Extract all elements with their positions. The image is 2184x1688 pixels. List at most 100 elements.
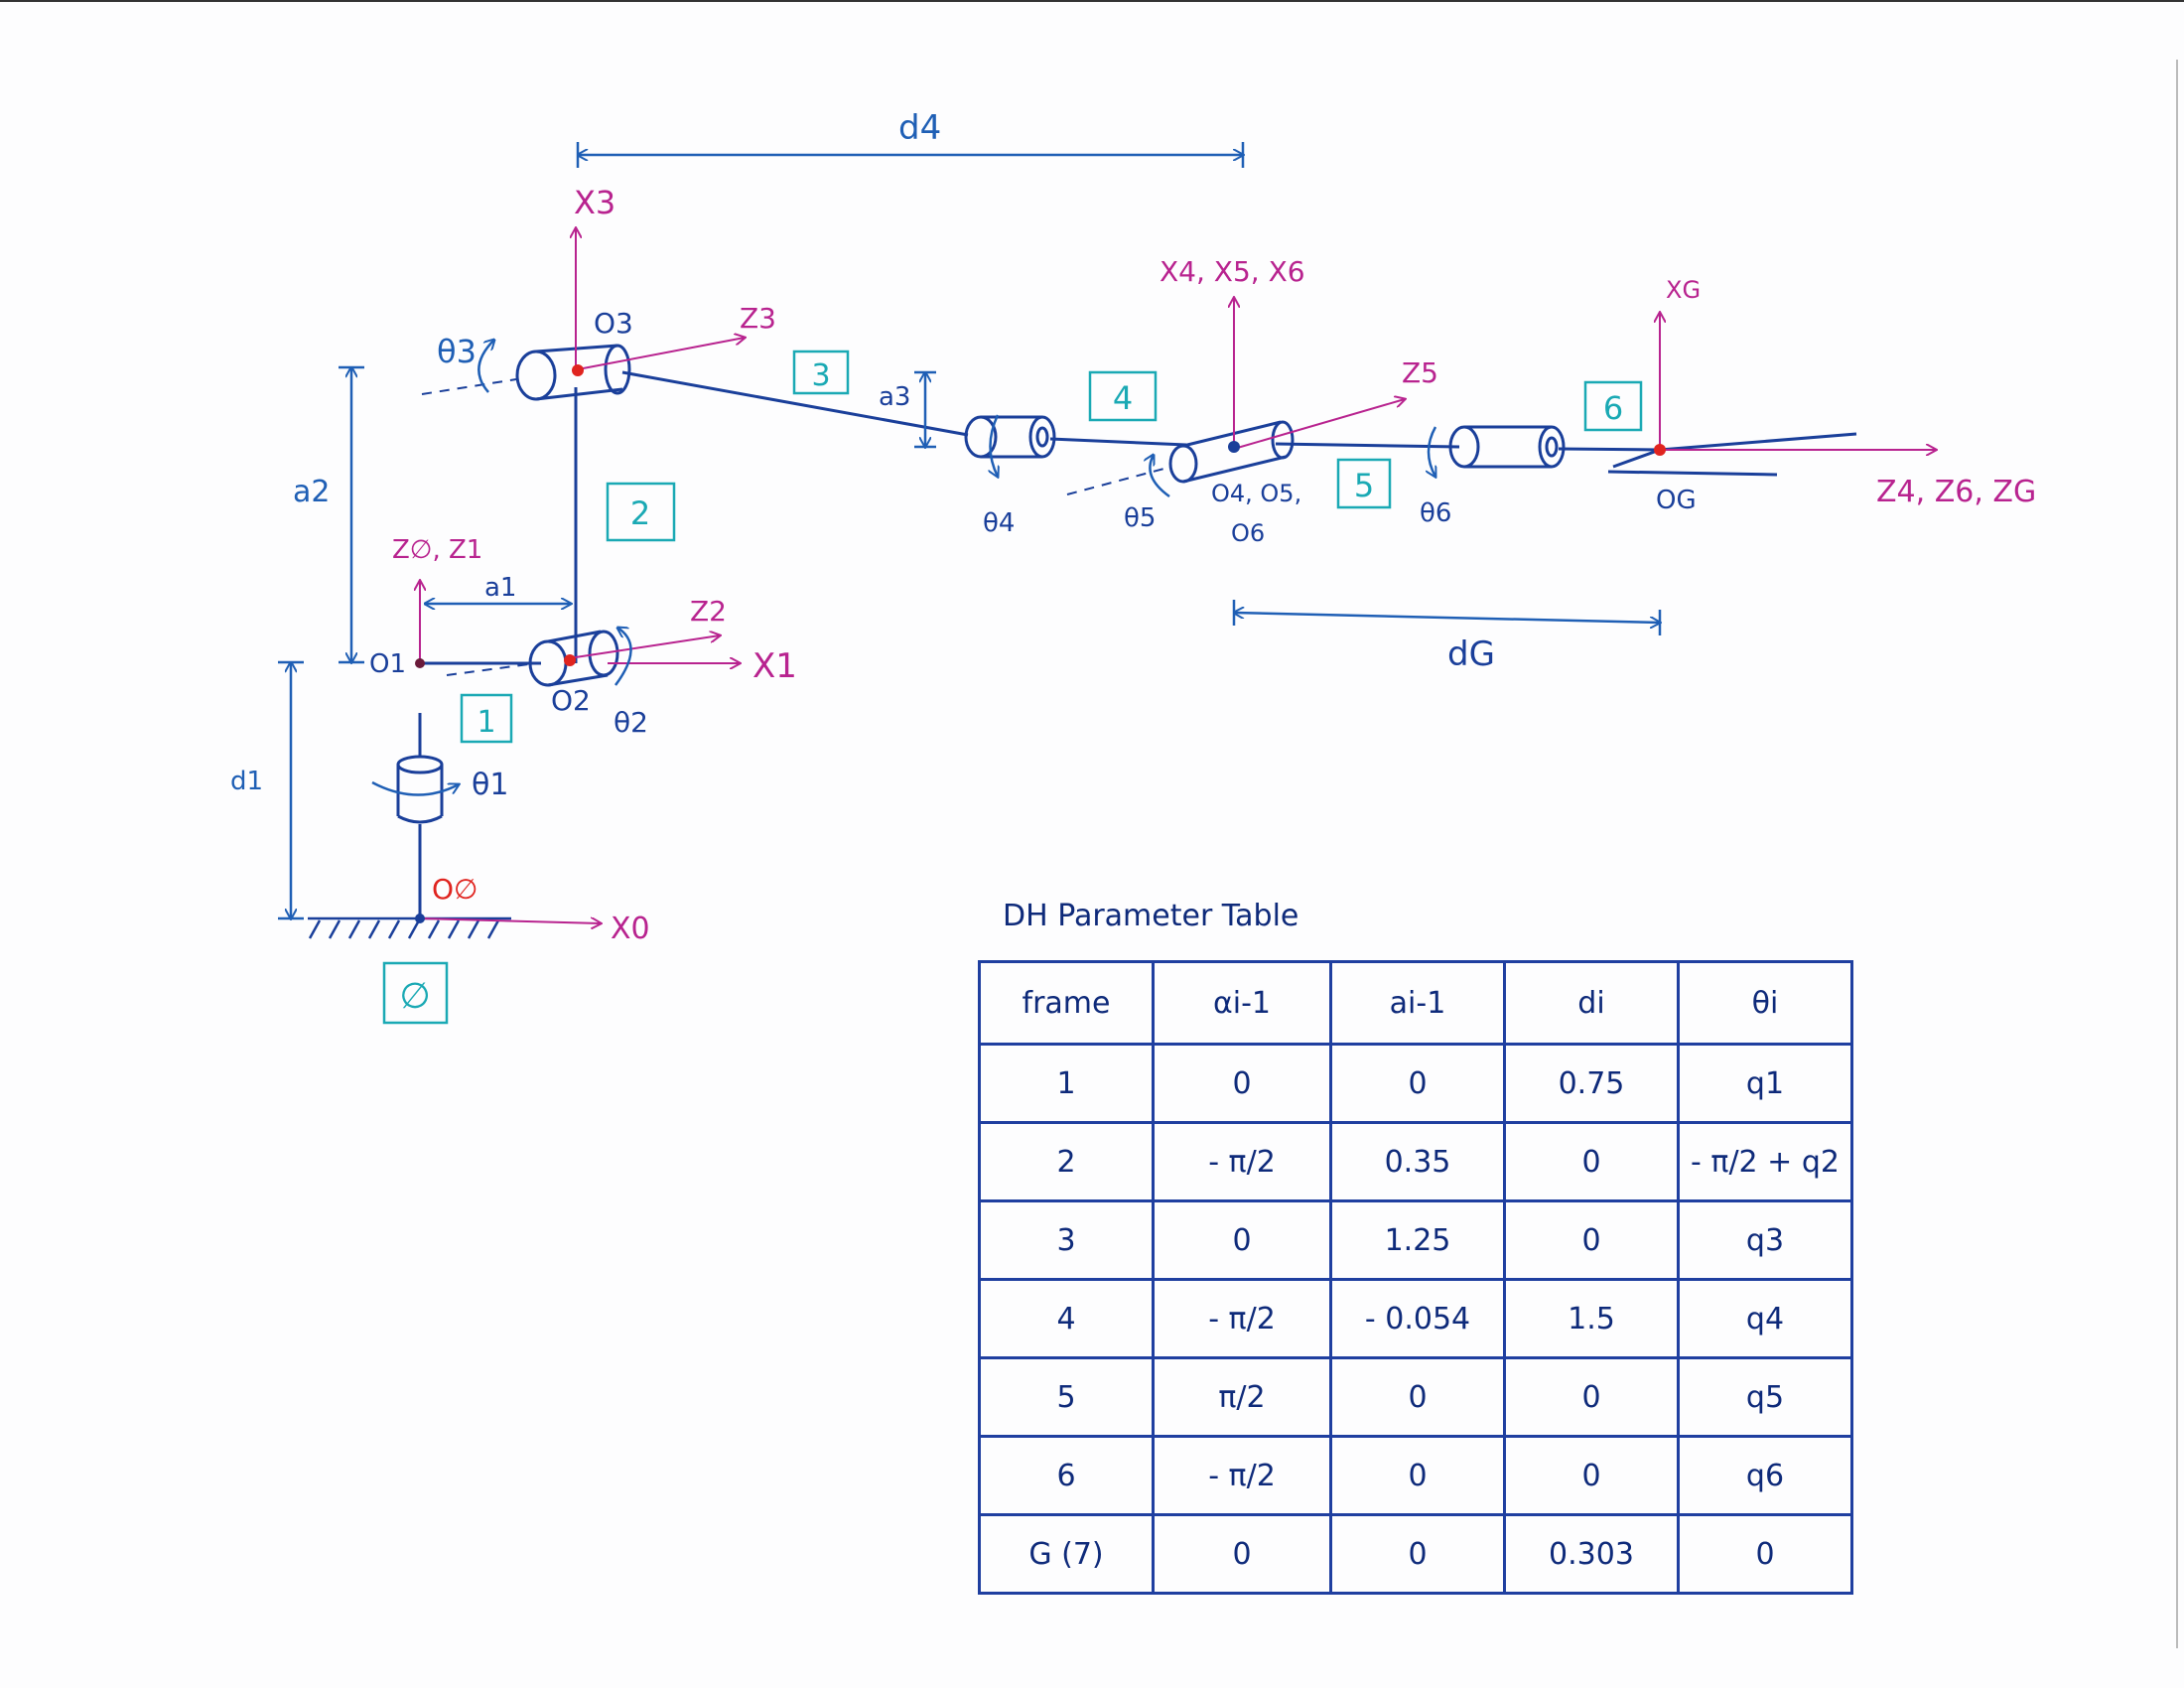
ground-hatch [308, 916, 511, 939]
cell-a: 1.25 [1329, 1199, 1506, 1281]
origin-og [1654, 444, 1666, 456]
top-border-line [0, 0, 2184, 2]
cell-a: 0 [1329, 1043, 1506, 1124]
cell-frame: 2 [978, 1121, 1155, 1202]
cell-d: 0 [1503, 1356, 1680, 1438]
cell-d: 0 [1503, 1121, 1680, 1202]
table-header-row: frame αi-1 ai-1 di θi [978, 960, 1853, 1046]
cell-frame: G (7) [978, 1513, 1155, 1595]
label-o3: O3 [594, 307, 633, 340]
cell-alpha: 0 [1152, 1199, 1332, 1281]
origin-o0 [415, 914, 425, 923]
link-number-4: 4 [1113, 379, 1133, 417]
table-row: 2 - π/2 0.35 0 - π/2 + q2 [978, 1121, 1853, 1202]
cell-theta: q5 [1677, 1356, 1853, 1438]
joint-5-cylinder [1168, 420, 1295, 484]
link-box-3 [792, 350, 850, 395]
table-row: 6 - π/2 0 0 q6 [978, 1435, 1853, 1516]
cell-alpha: 0 [1152, 1513, 1332, 1595]
cell-frame: 4 [978, 1278, 1155, 1359]
label-og: OG [1656, 486, 1697, 515]
label-xg: XG [1666, 276, 1701, 304]
diagram-labels: X3 O3 Z3 θ3 d4 X4, X5, X6 XG Z5 a3 a2 a1… [230, 108, 2036, 946]
header-theta: θi [1677, 960, 1853, 1046]
label-x1: X1 [752, 646, 797, 686]
label-a2: a2 [293, 475, 330, 509]
label-o2: O2 [551, 684, 591, 717]
rotation-arcs [371, 340, 1435, 796]
cell-alpha: - π/2 [1152, 1278, 1332, 1359]
link-box-0 [382, 961, 449, 1025]
cell-a: 0 [1329, 1435, 1506, 1516]
header-frame: frame [978, 960, 1155, 1046]
label-x3: X3 [574, 184, 615, 221]
link-number-1: 1 [477, 705, 495, 740]
origin-o1 [415, 658, 425, 668]
label-z5: Z5 [1402, 356, 1438, 389]
cell-d: 0.303 [1503, 1513, 1680, 1595]
origin-o456 [1228, 441, 1240, 453]
dimension-lines [278, 142, 1660, 918]
link-number-labels: ∅ 1 2 3 4 5 6 [399, 358, 1623, 1017]
link-box-2 [606, 482, 676, 542]
label-theta3: θ3 [437, 333, 477, 370]
label-o6: O6 [1231, 519, 1265, 547]
link-number-0: ∅ [399, 976, 430, 1017]
cell-frame: 3 [978, 1199, 1155, 1281]
label-z0-z1: Z∅, Z1 [392, 535, 482, 565]
label-x0: X0 [611, 912, 650, 946]
link-number-boxes [382, 350, 1643, 1025]
label-theta6: θ6 [1420, 498, 1451, 528]
link-box-5 [1336, 458, 1392, 509]
link-number-3: 3 [811, 358, 830, 393]
cell-d: 1.5 [1503, 1278, 1680, 1359]
origin-o2 [564, 654, 576, 666]
cell-d: 0 [1503, 1435, 1680, 1516]
dh-parameter-table: frame αi-1 ai-1 di θi 1 0 0 0.75 q1 2 - … [978, 960, 1853, 1595]
cell-a: 0 [1329, 1513, 1506, 1595]
label-z3: Z3 [740, 302, 776, 335]
link-box-6 [1583, 380, 1643, 432]
table-row: 4 - π/2 - 0.054 1.5 q4 [978, 1278, 1853, 1359]
label-o1: O1 [369, 649, 406, 679]
cell-a: - 0.054 [1329, 1278, 1506, 1359]
link-number-2: 2 [630, 494, 650, 532]
cell-frame: 6 [978, 1435, 1155, 1516]
robot-links [418, 370, 1857, 918]
cell-a: 0 [1329, 1356, 1506, 1438]
table-row: 1 0 0 0.75 q1 [978, 1043, 1853, 1124]
cell-alpha: π/2 [1152, 1356, 1332, 1438]
label-x4-x5-x6: X4, X5, X6 [1160, 255, 1305, 288]
label-o4-o5: O4, O5, [1211, 480, 1301, 507]
label-z2: Z2 [690, 595, 727, 628]
joint-1-cylinder [396, 755, 444, 824]
joint-4-cylinder [964, 415, 1056, 459]
label-theta5: θ5 [1124, 503, 1156, 533]
label-theta4: θ4 [983, 508, 1015, 538]
label-a3: a3 [879, 382, 910, 412]
link-number-6: 6 [1603, 389, 1623, 427]
dh-table-title: DH Parameter Table [1003, 899, 1299, 933]
right-border-line [2176, 60, 2178, 1648]
link-box-4 [1088, 370, 1158, 422]
dashed-axes [421, 378, 1172, 676]
cell-theta: q3 [1677, 1199, 1853, 1281]
label-dg: dG [1447, 634, 1495, 674]
table-row: 5 π/2 0 0 q5 [978, 1356, 1853, 1438]
cell-theta: q6 [1677, 1435, 1853, 1516]
cell-a: 0.35 [1329, 1121, 1506, 1202]
cell-theta: 0 [1677, 1513, 1853, 1595]
cell-alpha: 0 [1152, 1043, 1332, 1124]
link-number-5: 5 [1354, 467, 1374, 504]
table-row: G (7) 0 0 0.303 0 [978, 1513, 1853, 1595]
label-o0: O∅ [432, 873, 478, 906]
cell-d: 0 [1503, 1199, 1680, 1281]
cell-theta: q1 [1677, 1043, 1853, 1124]
label-theta1: θ1 [472, 768, 508, 802]
cell-frame: 1 [978, 1043, 1155, 1124]
header-a: ai-1 [1329, 960, 1506, 1046]
origin-points [415, 364, 1666, 923]
cell-alpha: - π/2 [1152, 1435, 1332, 1516]
cell-frame: 5 [978, 1356, 1155, 1438]
